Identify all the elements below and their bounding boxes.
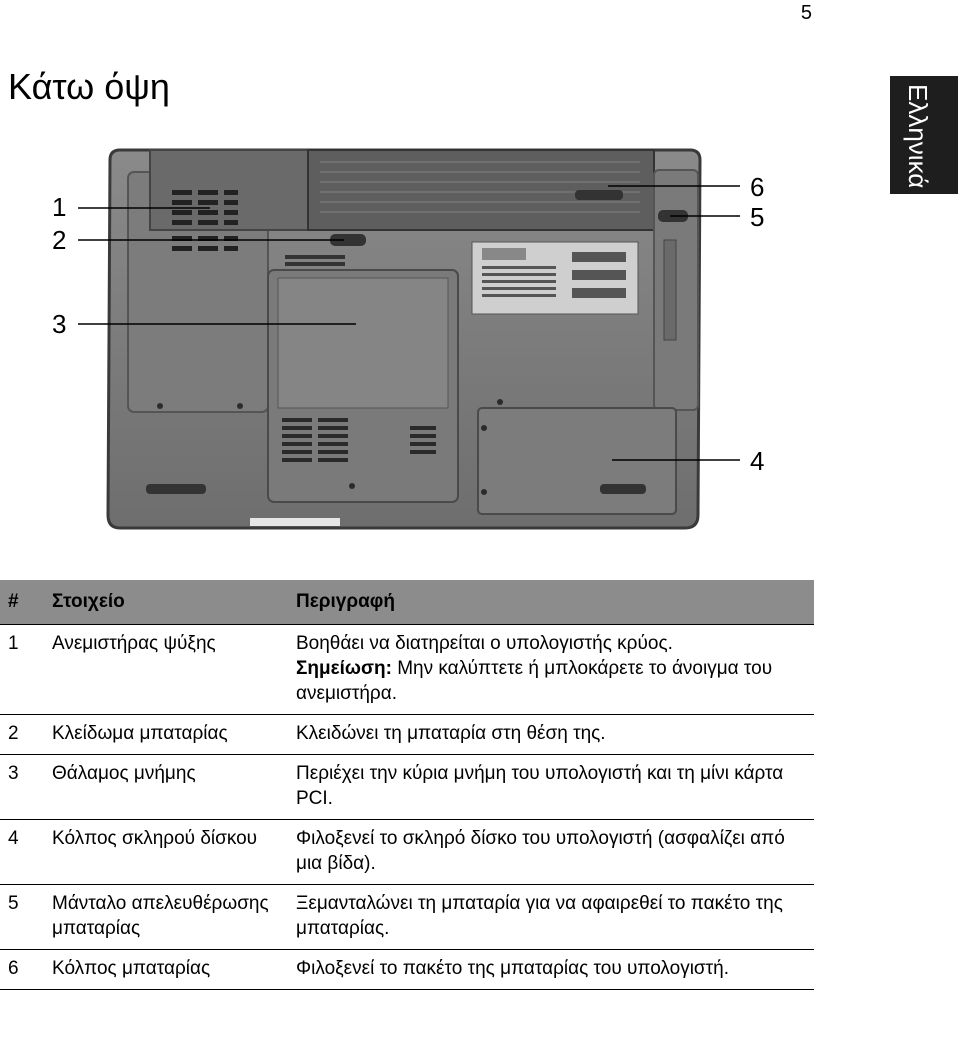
header-item: Στοιχείο xyxy=(44,580,288,625)
row-item: Θάλαμος μνήμης xyxy=(44,754,288,820)
rubber-foot xyxy=(575,190,623,200)
laptop-bottom-figure: 1 2 3 4 5 6 xyxy=(52,148,765,530)
note-text: Μην καλύπτετε ή μπλοκάρετε το άνοιγμα το… xyxy=(296,658,773,704)
row-description: Βοηθάει να διατηρείται ο υπολογιστής κρύ… xyxy=(288,624,814,715)
row-number: 6 xyxy=(0,949,44,990)
row-number: 3 xyxy=(0,754,44,820)
middle-vents xyxy=(285,255,345,266)
rubber-foot xyxy=(146,484,206,494)
table-row: 2 Κλείδωμα μπαταρίας Κλειδώνει τη μπαταρ… xyxy=(0,714,814,755)
row-item: Κόλπος μπαταρίας xyxy=(44,949,288,990)
table-row: 5 Μάνταλο απελευθέρωσης μπαταρίας Ξεμαντ… xyxy=(0,884,814,950)
row-number: 1 xyxy=(0,624,44,715)
callout-4: 4 xyxy=(750,446,765,476)
table-row: 4 Κόλπος σκληρού δίσκου Φιλοξενεί το σκλ… xyxy=(0,819,814,885)
row-item: Μάνταλο απελευθέρωσης μπαταρίας xyxy=(44,884,288,950)
row-number: 5 xyxy=(0,884,44,950)
components-table: # Στοιχείο Περιγραφή 1 Ανεμιστήρας ψύξης… xyxy=(0,580,814,990)
row-description: Φιλοξενεί το πακέτο της μπαταρίας του υπ… xyxy=(288,949,814,990)
row-description: Φιλοξενεί το σκληρό δίσκο του υπολογιστή… xyxy=(288,819,814,885)
callout-lines xyxy=(78,185,740,461)
callout-5: 5 xyxy=(750,202,765,232)
header-number: # xyxy=(0,580,44,625)
row-description: Ξεμανταλώνει τη μπαταρία για να αφαιρεθε… xyxy=(288,884,814,950)
row-number: 4 xyxy=(0,819,44,885)
fan-vents xyxy=(172,190,238,251)
row-item: Κλείδωμα μπαταρίας xyxy=(44,714,288,755)
callout-3: 3 xyxy=(52,309,67,339)
row-item: Ανεμιστήρας ψύξης xyxy=(44,624,288,715)
row-item: Κόλπος σκληρού δίσκου xyxy=(44,819,288,885)
language-tab-label: Ελληνικά xyxy=(903,84,933,189)
language-tab: Ελληνικά xyxy=(890,76,958,194)
table-row: 3 Θάλαμος μνήμης Περιέχει την κύρια μνήμ… xyxy=(0,754,814,820)
description-text: Βοηθάει να διατηρείται ο υπολογιστής κρύ… xyxy=(296,633,673,654)
laptop-bottom-illustration xyxy=(78,148,740,530)
battery-lock-switch xyxy=(330,234,366,246)
page-title: Κάτω όψη xyxy=(8,66,170,107)
callout-1: 1 xyxy=(52,192,67,222)
row-description: Περιέχει την κύρια μνήμη του υπολογιστή … xyxy=(288,754,814,820)
note-label: Σημείωση: xyxy=(296,658,392,679)
row-number: 2 xyxy=(0,714,44,755)
table-row: 6 Κόλπος μπαταρίας Φιλοξενεί το πακέτο τ… xyxy=(0,949,814,990)
memory-vents xyxy=(282,418,436,462)
hdd-bay xyxy=(477,407,677,515)
page-number: 5 xyxy=(800,2,812,24)
header-description: Περιγραφή xyxy=(288,580,814,625)
callout-6: 6 xyxy=(750,172,765,202)
row-description: Κλειδώνει τη μπαταρία στη θέση της. xyxy=(288,714,814,755)
callout-2: 2 xyxy=(52,225,67,255)
table-header-row: # Στοιχείο Περιγραφή xyxy=(0,580,814,625)
table-row: 1 Ανεμιστήρας ψύξης Βοηθάει να διατηρείτ… xyxy=(0,624,814,715)
